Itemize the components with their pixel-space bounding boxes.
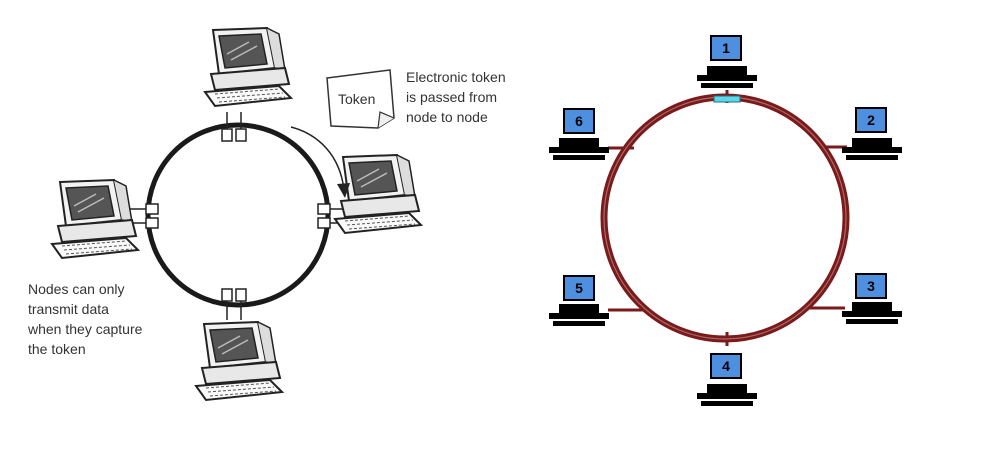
network-node-2: 2 (842, 107, 902, 160)
computer-icon (842, 302, 902, 324)
computer-icon (549, 304, 609, 326)
node-label: 1 (722, 40, 730, 56)
node-label: 2 (867, 112, 875, 128)
network-node-3: 3 (842, 273, 902, 324)
token-pass-arrow (290, 126, 345, 191)
computer-icon (697, 66, 757, 88)
capture-note: Nodes can only transmit data when they c… (27, 281, 146, 357)
right-ring (600, 93, 850, 343)
node-badge (710, 35, 742, 61)
node-label: 6 (575, 113, 583, 129)
token-pass-arrowhead (337, 183, 350, 198)
network-node-6: 6 (549, 108, 609, 160)
computer-bottom (195, 321, 283, 401)
node-badge (563, 108, 595, 134)
token-note: Electronic token is passed from node to … (406, 69, 510, 125)
left-ring (145, 122, 331, 308)
token-label: Token (338, 91, 375, 107)
node-badge (563, 275, 595, 301)
node-label: 4 (722, 358, 730, 374)
node-label: 5 (575, 280, 583, 296)
computer-left (51, 179, 139, 259)
token-card: Token (326, 69, 395, 129)
node-badge (710, 353, 742, 379)
node-badge (855, 273, 887, 299)
left-token-ring-diagram: Token Electronic token is passed from no… (27, 27, 510, 401)
token-marker (713, 95, 741, 103)
computer-top (204, 27, 292, 107)
right-token-ring-diagram: 1 2 3 4 5 6 (549, 35, 902, 406)
computer-icon (842, 138, 902, 160)
node-label: 3 (867, 278, 875, 294)
network-node-5: 5 (549, 275, 609, 326)
network-node-4: 4 (697, 353, 757, 406)
computer-icon (549, 138, 609, 160)
computer-icon (697, 384, 757, 406)
ring-connector-top (221, 112, 247, 142)
computer-right (334, 154, 422, 234)
network-node-1: 1 (697, 35, 757, 88)
ring-connector-bottom (221, 288, 247, 320)
node-badge (855, 107, 887, 133)
